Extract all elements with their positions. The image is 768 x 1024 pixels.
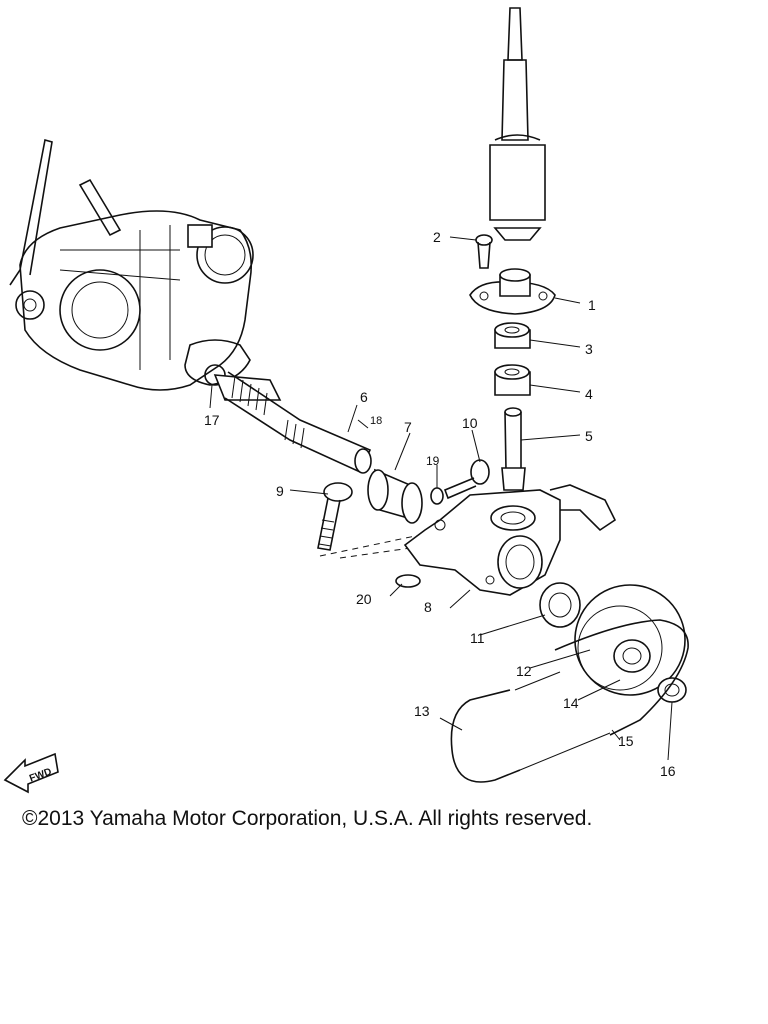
control-cable xyxy=(450,619,689,783)
label-part-15: 15 xyxy=(618,733,634,749)
label-part-12: 12 xyxy=(516,663,532,679)
label-part-9: 9 xyxy=(276,483,284,499)
label-part-1: 1 xyxy=(588,297,596,313)
label-part-5: 5 xyxy=(585,428,593,444)
copyright-notice: ©2013 Yamaha Motor Corporation, U.S.A. A… xyxy=(22,807,593,830)
forward-arrow-icon: FWD xyxy=(3,752,59,794)
label-part-13: 13 xyxy=(414,703,430,719)
bushing xyxy=(367,468,423,524)
drive-shaft xyxy=(213,371,372,474)
label-part-11: 11 xyxy=(470,630,485,646)
engine-assembly xyxy=(9,138,254,391)
screw xyxy=(475,234,493,269)
cable-top xyxy=(489,7,546,241)
label-part-16: 16 xyxy=(660,763,676,779)
part-labels: 1 2 3 4 5 6 7 8 9 10 11 12 13 14 15 16 1… xyxy=(204,229,676,779)
label-part-17: 17 xyxy=(204,412,220,428)
label-part-14: 14 xyxy=(563,695,579,711)
label-part-2: 2 xyxy=(433,229,441,245)
pulley xyxy=(574,584,687,703)
label-part-10: 10 xyxy=(462,415,478,431)
screw-10 xyxy=(430,459,490,505)
sleeve xyxy=(494,364,531,396)
seal xyxy=(494,322,531,349)
label-part-8: 8 xyxy=(424,599,432,615)
housing xyxy=(403,484,617,596)
label-part-18: 18 xyxy=(370,415,382,427)
bolt xyxy=(317,482,353,551)
label-part-19: 19 xyxy=(426,454,440,468)
exploded-parts-diagram: 1 2 3 4 5 6 7 8 9 10 11 12 13 14 15 16 1… xyxy=(3,7,689,794)
label-part-6: 6 xyxy=(360,389,368,405)
label-part-3: 3 xyxy=(585,341,593,357)
leader-lines xyxy=(209,236,673,761)
pinion-shaft xyxy=(501,407,526,491)
label-part-20: 20 xyxy=(356,591,372,607)
plate xyxy=(469,268,556,315)
circlip xyxy=(395,574,421,588)
label-part-7: 7 xyxy=(404,419,412,435)
label-part-4: 4 xyxy=(585,386,593,402)
oil-seal xyxy=(539,582,581,628)
